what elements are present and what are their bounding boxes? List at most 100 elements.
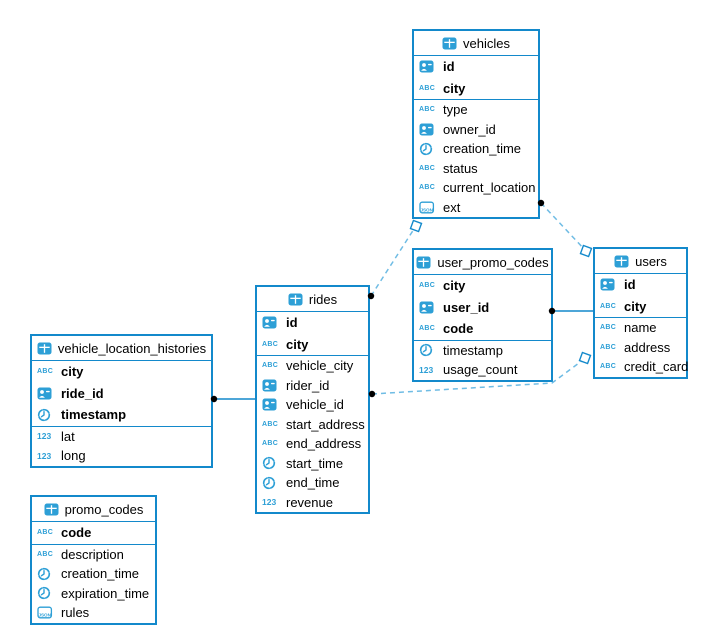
relationship-dot-endpoint[interactable] [537, 199, 545, 207]
field-row-rides-end_time[interactable]: end_time [257, 473, 368, 493]
field-label: current_location [443, 180, 536, 196]
field-label: city [443, 80, 466, 96]
field-label: description [61, 546, 124, 562]
field-row-users-id[interactable]: id [595, 274, 686, 296]
text-type-icon: ABC [262, 440, 279, 448]
relationship-square-endpoint[interactable] [579, 244, 593, 258]
field-row-vehicles-owner_id[interactable]: owner_id [414, 120, 538, 140]
relationship-square-endpoint[interactable] [578, 351, 592, 365]
field-row-vehicles-creation_time[interactable]: creation_time [414, 139, 538, 159]
table-header-vehicles[interactable]: vehicles [414, 31, 538, 56]
field-label: vehicle_city [286, 358, 354, 374]
field-label: code [61, 525, 92, 541]
timestamp-type-icon [37, 408, 57, 422]
relationship-line-rides-to-users[interactable] [371, 359, 584, 395]
timestamp-type-icon [262, 456, 282, 470]
field-label: revenue [286, 494, 333, 510]
field-label: usage_count [443, 362, 518, 378]
field-label: rider_id [286, 377, 330, 393]
relationship-dot-endpoint[interactable] [548, 307, 556, 315]
text-type-icon: ABC [262, 340, 279, 348]
field-row-rides-id[interactable]: id [257, 312, 368, 334]
number-type-icon: 123 [37, 450, 52, 461]
field-label: timestamp [443, 342, 503, 358]
table-header-vehicle_location_histories[interactable]: vehicle_location_histories [32, 336, 211, 361]
field-row-rides-start_time[interactable]: start_time [257, 454, 368, 474]
field-row-user_promo_codes-timestamp[interactable]: timestamp [414, 341, 551, 361]
table-header-users[interactable]: users [595, 249, 686, 274]
json-type-icon: JSON [419, 201, 439, 214]
relationship-line-vehicles-to-users[interactable] [540, 202, 586, 251]
field-row-vehicle_location_histories-timestamp[interactable]: timestamp [32, 404, 211, 426]
field-row-vehicle_location_histories-ride_id[interactable]: ride_id [32, 383, 211, 405]
field-row-vehicles-id[interactable]: id [414, 56, 538, 78]
field-label: ride_id [61, 385, 104, 401]
field-row-promo_codes-expiration_time[interactable]: expiration_time [32, 584, 155, 604]
field-row-rides-rider_id[interactable]: rider_id [257, 376, 368, 396]
table-title: vehicles [463, 35, 510, 51]
relationship-dot-endpoint[interactable] [210, 395, 218, 403]
field-label: rules [61, 605, 90, 621]
table-header-user_promo_codes[interactable]: user_promo_codes [414, 250, 551, 275]
field-label: code [443, 321, 474, 337]
relationship-dot-endpoint[interactable] [367, 292, 375, 300]
text-type-icon: ABC [419, 184, 436, 192]
json-type-icon: JSON [37, 606, 57, 619]
field-row-promo_codes-rules[interactable]: JSON rules [32, 603, 155, 623]
timestamp-type-icon [419, 343, 439, 357]
relationship-dot-endpoint[interactable] [368, 390, 376, 398]
number-type-icon: 123 [37, 431, 52, 441]
field-label: start_address [286, 416, 365, 432]
table-header-rides[interactable]: rides [257, 287, 368, 312]
field-row-user_promo_codes-code[interactable]: ABC code [414, 318, 551, 340]
relationship-square-endpoint[interactable] [409, 219, 423, 233]
relationship-line-rides-to-vehicles[interactable] [370, 228, 415, 297]
field-label: user_id [443, 299, 490, 315]
field-row-user_promo_codes-user_id[interactable]: user_id [414, 297, 551, 319]
text-type-icon: ABC [419, 325, 436, 333]
field-row-promo_codes-creation_time[interactable]: creation_time [32, 564, 155, 584]
table-icon [37, 342, 53, 355]
table-header-promo_codes[interactable]: promo_codes [32, 497, 155, 522]
field-row-vehicles-current_location[interactable]: ABC current_location [414, 178, 538, 198]
table-title: user_promo_codes [437, 254, 549, 270]
timestamp-type-icon [37, 567, 57, 581]
field-label: id [443, 59, 455, 75]
field-row-rides-vehicle_id[interactable]: vehicle_id [257, 395, 368, 415]
text-type-icon: ABC [419, 282, 436, 290]
field-label: vehicle_id [286, 397, 344, 413]
text-type-icon: ABC [600, 324, 617, 332]
table-icon [288, 293, 304, 306]
